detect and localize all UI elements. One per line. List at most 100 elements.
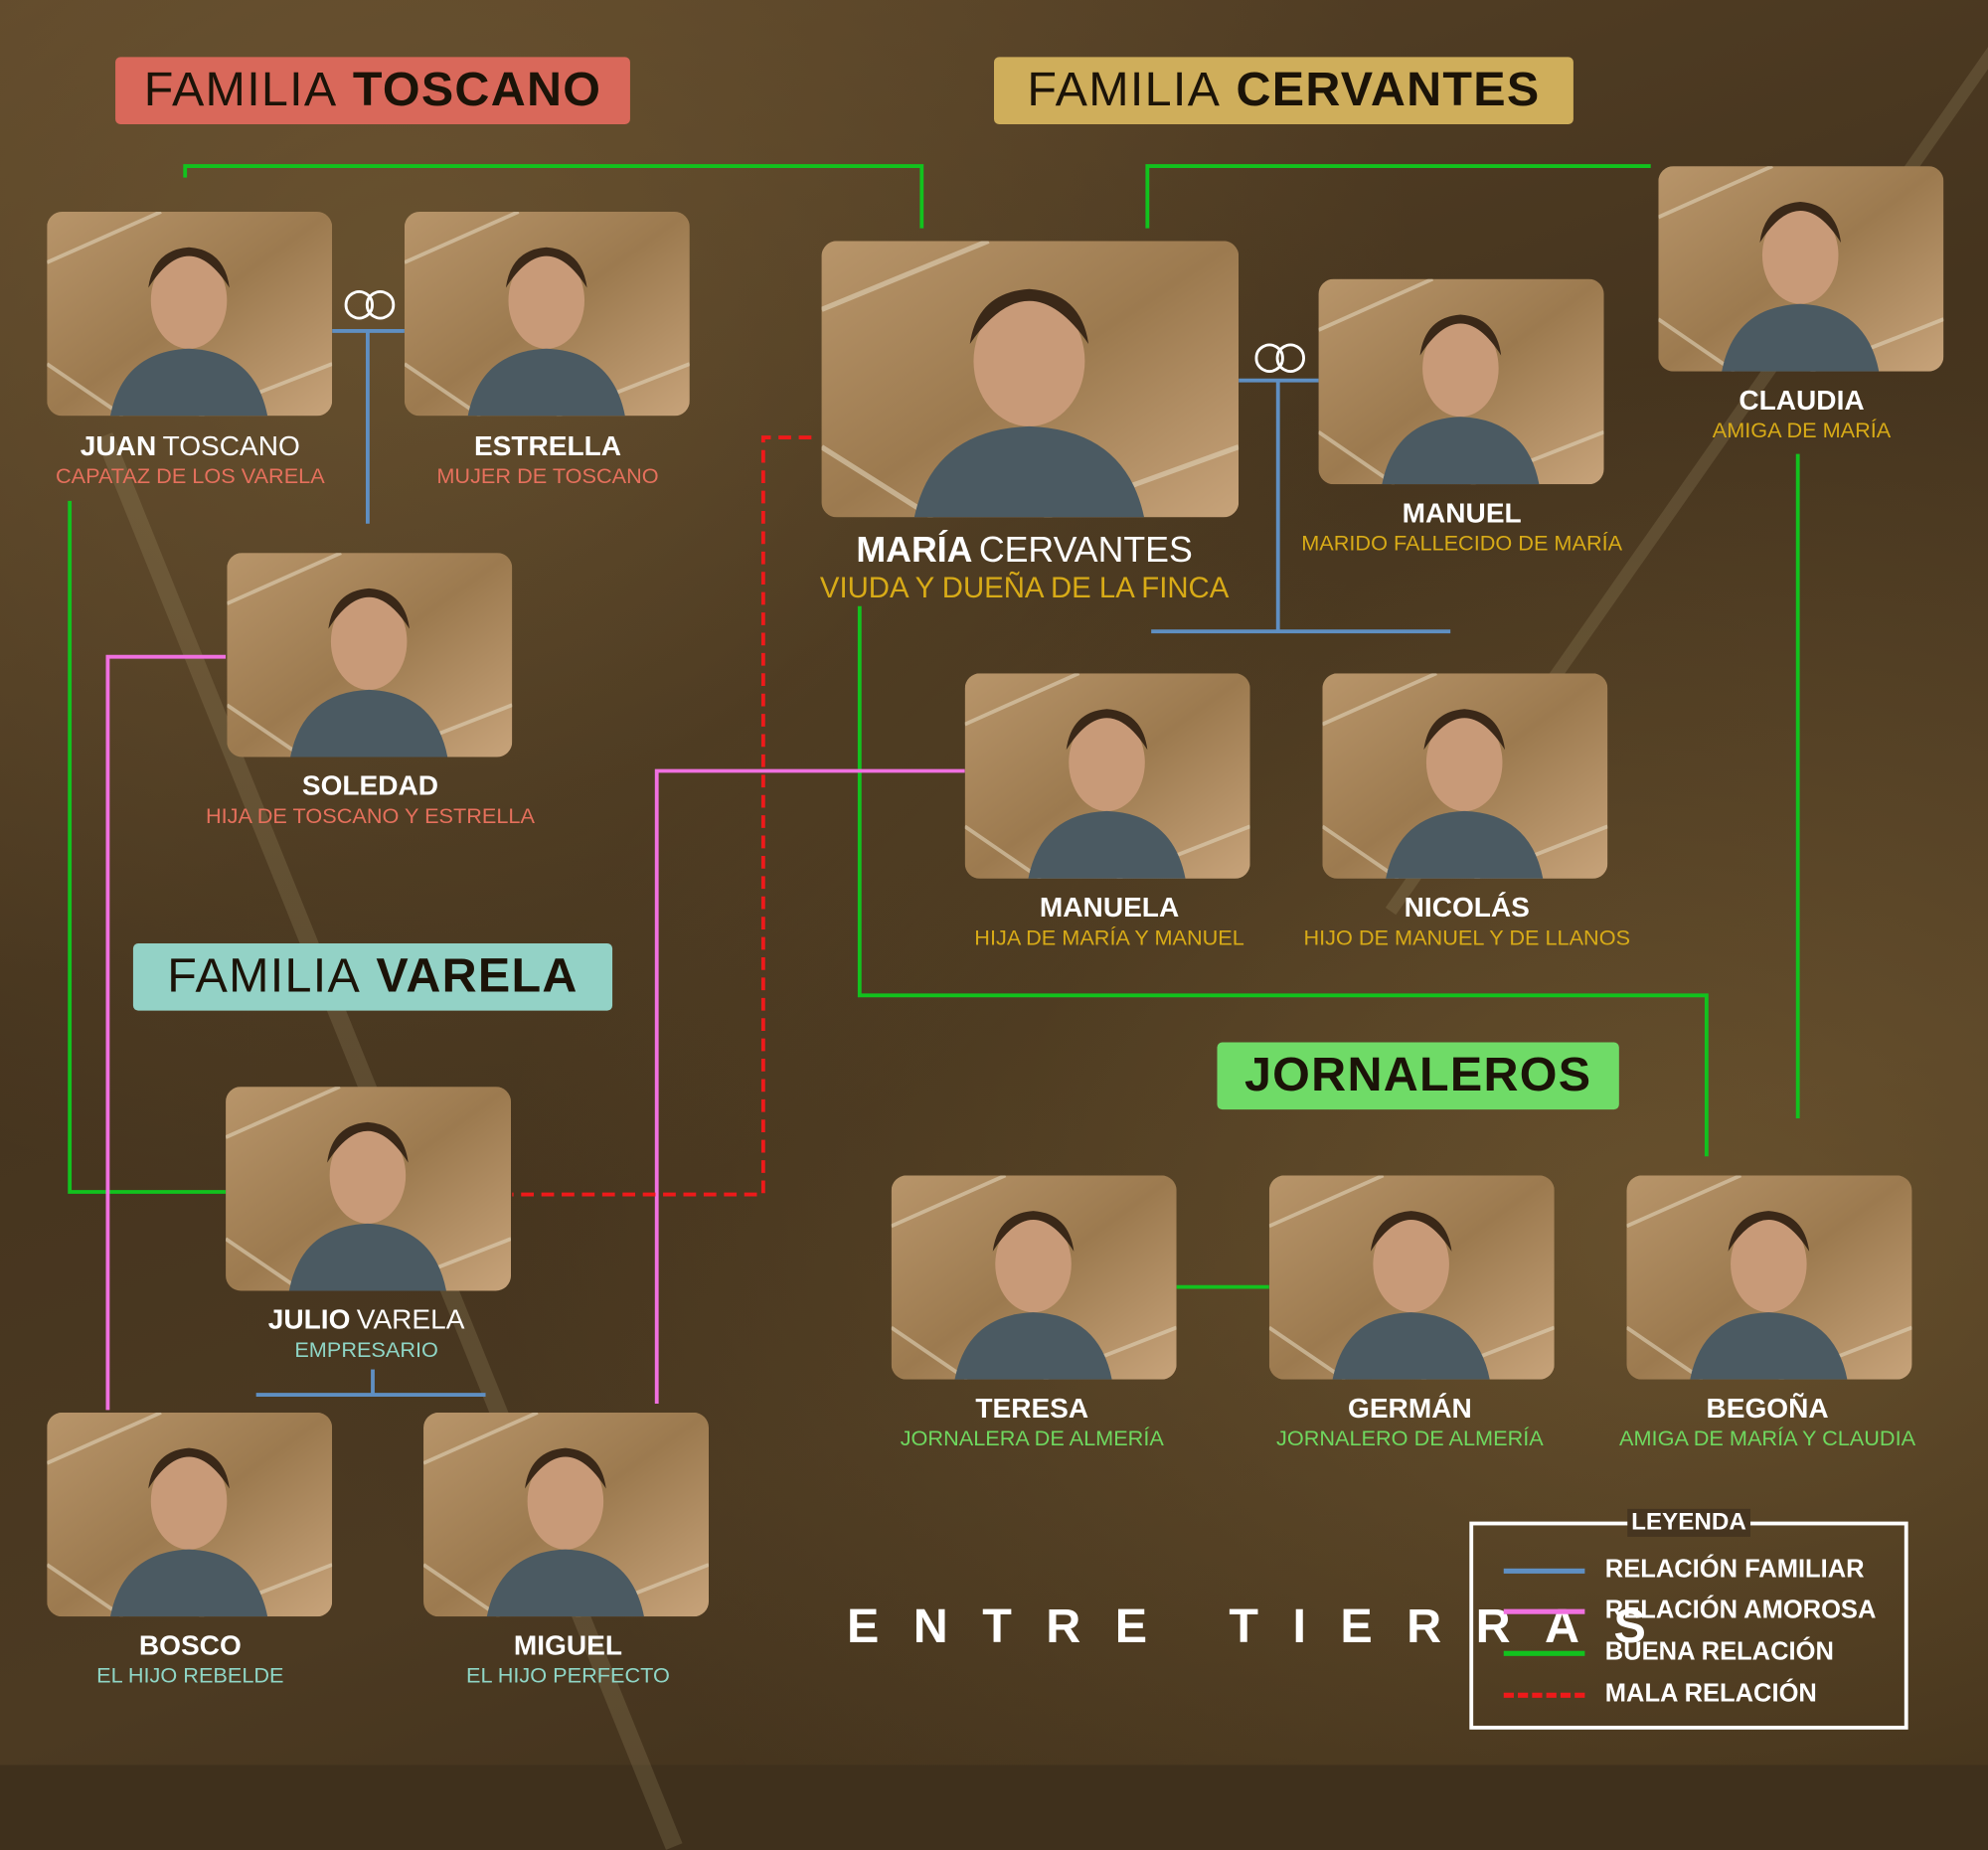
legend-swatch-pink	[1503, 1607, 1585, 1614]
legend-swatch-green	[1503, 1650, 1585, 1656]
last-name: CERVANTES	[978, 530, 1193, 570]
line-maria-julio	[512, 435, 812, 1197]
photo-manuel	[1318, 278, 1604, 485]
portrait-image	[423, 1412, 710, 1617]
portrait-image	[1268, 1175, 1555, 1380]
photo-estrella	[404, 212, 690, 417]
family-name: VARELA	[376, 949, 579, 1003]
first-name: JUAN	[80, 429, 157, 462]
family-prefix: FAMILIA	[1027, 63, 1222, 117]
legend-item-amorosa: RELACIÓN AMOROSA	[1503, 1596, 1877, 1625]
portrait-image	[1322, 673, 1608, 879]
portrait-image	[821, 241, 1240, 518]
first-name: CLAUDIA	[1739, 384, 1865, 417]
marriage-rings-icon: ◯◯	[1253, 339, 1306, 372]
family-title-jornaleros: JORNALEROS	[1217, 1042, 1619, 1110]
name-claudia: CLAUDIA	[1739, 384, 1865, 417]
role-claudia: AMIGA DE MARÍA	[1712, 418, 1892, 443]
portrait-image	[226, 1087, 512, 1291]
role-maria: VIUDA Y DUEÑA DE LA FINCA	[819, 570, 1230, 604]
photo-juan	[47, 212, 333, 417]
photo-teresa	[891, 1175, 1177, 1380]
last-name: VARELA	[356, 1303, 465, 1336]
portrait-image	[1626, 1175, 1912, 1380]
role-nicolas: HIJO DE MANUEL Y DE LLANOS	[1303, 925, 1631, 950]
portrait-image	[404, 212, 690, 417]
legend-label: RELACIÓN AMOROSA	[1604, 1596, 1877, 1624]
role-miguel: EL HIJO PERFECTO	[466, 1663, 670, 1688]
legend-label: MALA RELACIÓN	[1604, 1680, 1817, 1709]
family-name: TOSCANO	[352, 63, 602, 117]
line-manuela-miguel	[654, 768, 965, 1404]
name-miguel: MIGUEL	[513, 1629, 622, 1661]
legend-label: RELACIÓN FAMILIAR	[1604, 1556, 1865, 1585]
role-begona: AMIGA DE MARÍA Y CLAUDIA	[1619, 1426, 1916, 1451]
name-bosco: BOSCO	[138, 1629, 242, 1661]
photo-bosco	[47, 1412, 333, 1617]
photo-miguel	[423, 1412, 710, 1617]
first-name: JULIO	[267, 1303, 351, 1336]
role-teresa: JORNALERA DE ALMERÍA	[900, 1426, 1164, 1451]
name-nicolas: NICOLÁS	[1405, 894, 1530, 922]
role-estrella: MUJER DE TOSCANO	[436, 463, 659, 489]
family-prefix: FAMILIA	[167, 949, 362, 1003]
first-name: SOLEDAD	[301, 769, 439, 802]
family-title-toscano: FAMILIA TOSCANO	[115, 57, 630, 124]
first-name: ESTRELLA	[473, 429, 622, 462]
first-name: MANUEL	[1402, 496, 1522, 529]
line-maria-begona	[857, 605, 1709, 1157]
name-soledad: SOLEDAD	[301, 769, 439, 802]
line-juan-maria	[183, 164, 924, 229]
first-name: BEGOÑA	[1706, 1392, 1829, 1425]
legend-item-mala: MALA RELACIÓN	[1503, 1680, 1817, 1709]
name-teresa: TERESA	[975, 1392, 1089, 1425]
legend-label: BUENA RELACIÓN	[1604, 1637, 1834, 1667]
portrait-image	[47, 1412, 333, 1617]
marriage-rings-icon: ◯◯	[343, 286, 397, 319]
first-name: GERMÁN	[1348, 1392, 1472, 1425]
first-name: NICOLÁS	[1404, 891, 1530, 924]
name-german: GERMÁN	[1348, 1392, 1472, 1425]
role-julio: EMPRESARIO	[294, 1337, 438, 1362]
last-name: TOSCANO	[162, 429, 300, 462]
family-prefix: FAMILIA	[143, 63, 338, 117]
name-manuela: MANUELA	[1040, 894, 1179, 922]
name-estrella: ESTRELLA	[473, 429, 622, 462]
family-name: CERVANTES	[1236, 63, 1541, 117]
photo-soledad	[227, 553, 513, 757]
legend-title: LEYENDA	[1627, 1508, 1750, 1537]
role-juan: CAPATAZ DE LOS VARELA	[55, 463, 325, 489]
first-name: TERESA	[975, 1392, 1089, 1425]
legend-item-buena: BUENA RELACIÓN	[1503, 1637, 1834, 1667]
role-manuel: MARIDO FALLECIDO DE MARÍA	[1301, 531, 1623, 556]
portrait-image	[1318, 278, 1604, 485]
legend-swatch-red-dashed	[1503, 1692, 1585, 1698]
first-name: MARÍA	[856, 530, 973, 570]
family-name: JORNALEROS	[1243, 1048, 1592, 1102]
line-maria-claudia	[1145, 164, 1651, 229]
portrait-image	[47, 212, 333, 417]
role-bosco: EL HIJO REBELDE	[96, 1663, 284, 1688]
first-name: BOSCO	[138, 1629, 242, 1661]
photo-maria	[821, 241, 1240, 518]
legend-item-familiar: RELACIÓN FAMILIAR	[1503, 1556, 1865, 1585]
photo-german	[1268, 1175, 1555, 1380]
first-name: MIGUEL	[513, 1629, 622, 1661]
photo-manuela	[964, 673, 1250, 879]
portrait-image	[227, 553, 513, 757]
role-manuela: HIJA DE MARÍA Y MANUEL	[974, 925, 1244, 950]
portrait-image	[891, 1175, 1177, 1380]
family-title-cervantes: FAMILIA CERVANTES	[993, 57, 1574, 124]
photo-claudia	[1658, 166, 1944, 372]
role-soledad: HIJA DE TOSCANO Y ESTRELLA	[205, 803, 535, 828]
photo-nicolas	[1322, 673, 1608, 879]
photo-julio	[226, 1087, 512, 1291]
family-title-varela: FAMILIA VARELA	[132, 942, 613, 1011]
portrait-image	[964, 673, 1250, 879]
first-name: MANUELA	[1039, 891, 1180, 924]
role-german: JORNALERO DE ALMERÍA	[1276, 1426, 1544, 1451]
